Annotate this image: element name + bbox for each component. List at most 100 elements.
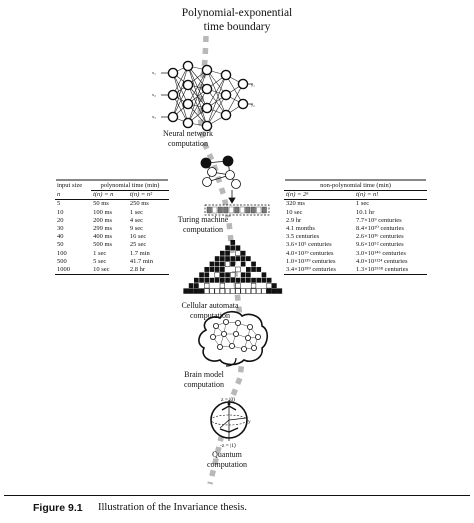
title-line-2: time boundary (203, 21, 271, 33)
non-polynomial-time-table: non-polynomial time (min) t(n) = 2ⁿ t(n)… (284, 182, 427, 275)
table-cell: 1000 (57, 266, 70, 274)
brain-model-label-line-1: Brain model (184, 370, 224, 379)
turing-state-graph (200, 155, 241, 204)
table-cell: 320 ms (286, 200, 305, 208)
polynomial-time-table: input size polynomial time (min) n t(n) … (55, 182, 169, 275)
table-cell: 40 (57, 233, 64, 241)
nn-node (220, 69, 232, 81)
table-row: 4.1 months 8.4×10²⁰ centuries (284, 225, 427, 233)
table-cell: 2.6×10³⁶ centuries (356, 233, 404, 241)
table-cell: 1 sec (93, 249, 107, 257)
table-cell: 1.3×10²⁵⁵⁸ centuries (356, 266, 409, 274)
table-row: 40 400 ms 16 sec (55, 233, 169, 241)
quantum-sphere-graphic (210, 400, 248, 441)
nn-input-2: x₂ (152, 92, 156, 97)
table-cell: 30 (57, 225, 64, 233)
table-cell: 10 sec (93, 266, 110, 274)
turing-machine-label: Turing machine computation (148, 215, 258, 235)
table-row: 1.0×10¹³⁹ centuries 4.0×10¹¹²⁴ centuries (284, 258, 427, 266)
table-cell: 4.0×10¹⁹ centuries (286, 249, 334, 257)
table-cell: 50 ms (93, 200, 109, 208)
quantum-label-top: z = |0⟩ (221, 396, 235, 403)
table-cell: 500 ms (93, 241, 113, 249)
table-cell: 1 sec (129, 208, 144, 216)
input-size-header: input size (57, 182, 83, 190)
table-cell: 4.0×10¹¹²⁴ centuries (356, 257, 408, 265)
table-cell: 2.9 hr (286, 216, 302, 224)
non-polynomial-group-header: non-polynomial time (min) (284, 182, 427, 192)
left-subheader-linear: t(n) = n (93, 191, 114, 199)
table-cell: 1 sec (356, 200, 370, 208)
table-row: 500 5 sec 41.7 min (55, 258, 169, 266)
table-cell: 200 ms (93, 216, 113, 224)
neural-network-label-line-1: Neural network (163, 129, 213, 138)
quantum-label-line-1: Quantum (212, 450, 242, 459)
nn-node (220, 109, 232, 121)
table-cell: 5 sec (93, 257, 107, 265)
table-row: 10 100 ms 1 sec (55, 209, 169, 217)
quantum-label-bottom: -z = |1⟩ (220, 442, 236, 449)
neural-network-graphic (161, 60, 253, 132)
right-subheader-factorial: t(n) = n! (356, 191, 379, 199)
nn-node (182, 117, 194, 129)
time-boundary-line (197, 35, 246, 485)
nn-node (167, 67, 179, 79)
table-cell: 1.0×10¹³⁹ centuries (286, 257, 336, 265)
nn-node (167, 111, 179, 123)
diagram-title: Polynomial-exponential time boundary (0, 6, 474, 34)
nn-node (182, 79, 194, 91)
table-cell: 3.5 centuries (286, 233, 320, 241)
cellular-automata-grid (183, 240, 283, 294)
table-cell: 25 sec (129, 241, 147, 249)
table-cell: 16 sec (129, 233, 147, 241)
brain-model-label: Brain model computation (149, 370, 259, 390)
table-cell: 299 ms (93, 225, 113, 233)
table-cell: 10 (57, 208, 64, 216)
table-row: 320 ms 1 sec (284, 200, 427, 209)
table-row: 20 200 ms 4 sec (55, 217, 169, 225)
nn-node (237, 78, 249, 90)
table-cell: 41.7 min (129, 257, 153, 265)
cellular-automata-label: Cellular automata computation (155, 301, 265, 321)
table-row: 3.5 centuries 2.6×10³⁶ centuries (284, 233, 427, 241)
table-cell: 400 ms (93, 233, 113, 241)
nn-output-1: y₁ (251, 82, 255, 87)
nn-node (201, 120, 213, 132)
title-line-1: Polynomial-exponential (181, 7, 293, 19)
nn-node (237, 98, 249, 110)
quantum-axis-labels: z = |0⟩ y -z = |1⟩ (220, 396, 251, 449)
table-cell: 500 (57, 257, 67, 265)
neural-network-label: Neural network computation (133, 129, 243, 149)
caption-rule (4, 495, 470, 496)
table-cell: 100 ms (93, 208, 113, 216)
table-row: 30 299 ms 9 sec (55, 225, 169, 233)
table-cell: 3.4×10²⁸⁹ centuries (286, 266, 336, 274)
quantum-label-right: y (248, 419, 251, 425)
nn-node (182, 98, 194, 110)
nn-node (201, 83, 213, 95)
figure-caption: Illustration of the Invariance thesis. (98, 502, 247, 513)
nn-node (182, 60, 194, 72)
table-cell: 50 (57, 241, 64, 249)
table-cell: 9.6×10⁵² centuries (356, 241, 404, 249)
brain-model-label-line-2: computation (184, 380, 224, 389)
table-cell: 8.4×10²⁰ centuries (356, 225, 404, 233)
table-cell: 4 sec (129, 216, 144, 224)
turing-machine-label-line-1: Turing machine (177, 215, 229, 224)
table-cell: 9 sec (129, 225, 144, 233)
cellular-automata-label-line-2: computation (190, 311, 230, 320)
table-cell: 4.1 months (286, 225, 315, 233)
table-cell: 10.1 hr (356, 208, 375, 216)
right-subheader-exponential: t(n) = 2ⁿ (286, 191, 309, 199)
table-cell: 100 (57, 249, 67, 257)
table-cell: 20 (57, 216, 64, 224)
table-row: 50 500 ms 25 sec (55, 241, 169, 249)
table-cell: 3.0×10¹⁴⁶ centuries (356, 249, 406, 257)
